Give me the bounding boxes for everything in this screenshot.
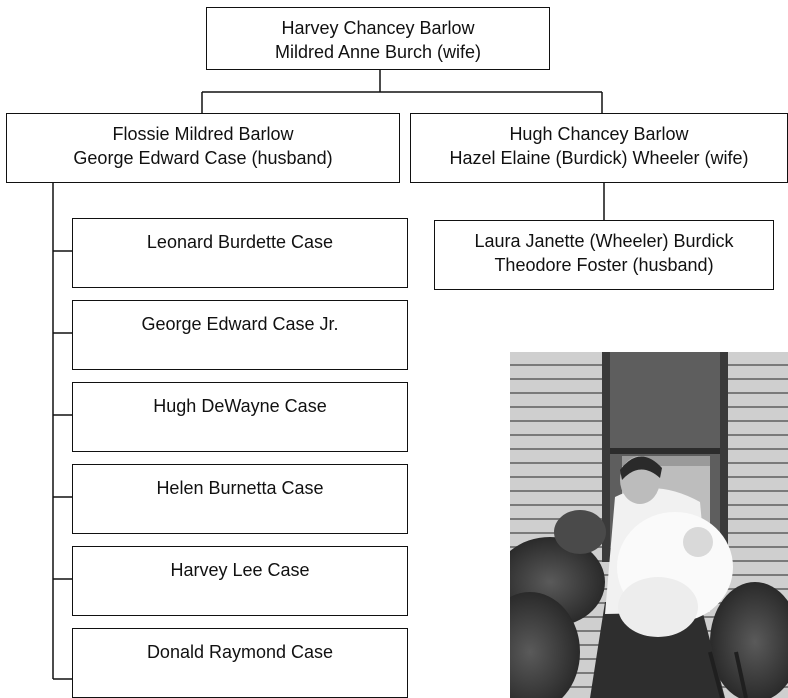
root-person-name: Harvey Chancey Barlow [281, 18, 475, 38]
child-name: Helen Burnetta Case [156, 478, 324, 498]
branch-spouse-name: Hazel Elaine (Burdick) Wheeler (wife) [449, 148, 749, 168]
branch-spouse-name: George Edward Case (husband) [73, 148, 333, 168]
grandchild-spouse-name: Theodore Foster (husband) [494, 255, 714, 275]
branch-couple-box-hugh: Hugh Chancey Barlow Hazel Elaine (Burdic… [410, 113, 788, 183]
child-box: George Edward Case Jr. [72, 300, 408, 370]
child-name: Donald Raymond Case [146, 642, 334, 662]
branch-person-name: Flossie Mildred Barlow [112, 124, 294, 144]
child-box: Hugh DeWayne Case [72, 382, 408, 452]
branch-couple-box-flossie: Flossie Mildred Barlow George Edward Cas… [6, 113, 400, 183]
child-box: Leonard Burdette Case [72, 218, 408, 288]
root-spouse-name: Mildred Anne Burch (wife) [274, 42, 482, 62]
child-name: George Edward Case Jr. [141, 314, 339, 334]
grandchild-person-name: Laura Janette (Wheeler) Burdick [474, 231, 734, 251]
child-name: Hugh DeWayne Case [153, 396, 327, 416]
woman-holding-baby-photo [510, 352, 788, 698]
child-box: Helen Burnetta Case [72, 464, 408, 534]
child-box: Donald Raymond Case [72, 628, 408, 698]
child-box: Harvey Lee Case [72, 546, 408, 616]
grandchild-couple-box: Laura Janette (Wheeler) Burdick Theodore… [434, 220, 774, 290]
child-name: Leonard Burdette Case [146, 232, 334, 252]
root-couple-box: Harvey Chancey Barlow Mildred Anne Burch… [206, 7, 550, 70]
branch-person-name: Hugh Chancey Barlow [509, 124, 689, 144]
family-photo [510, 352, 788, 698]
child-name: Harvey Lee Case [170, 560, 310, 580]
